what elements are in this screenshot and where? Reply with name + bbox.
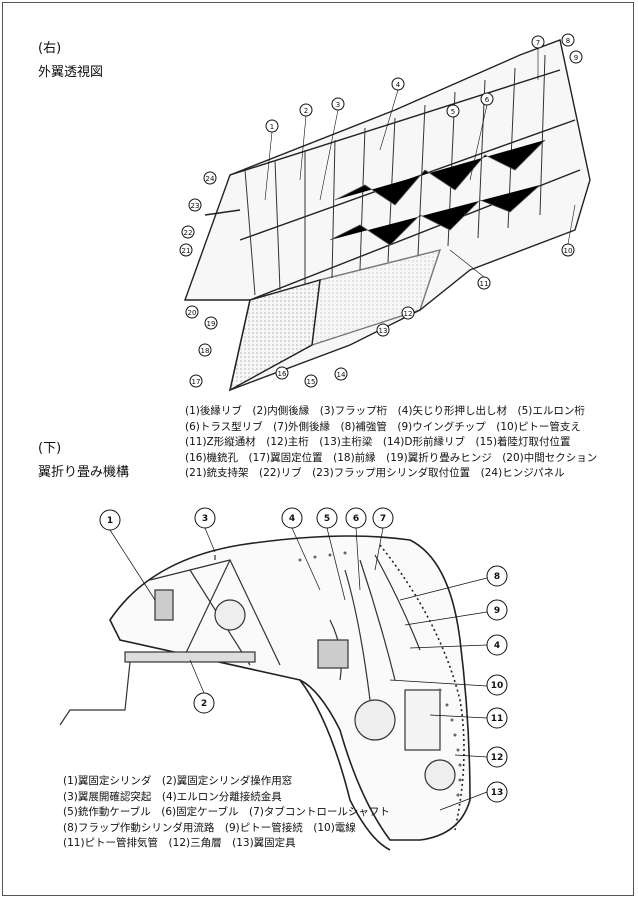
callout-14: 14 — [334, 367, 348, 381]
bottom-legend-line: (1)翼固定シリンダ (2)翼固定シリンダ操作用窓 — [63, 775, 293, 787]
top-legend-line: (16)機銃孔 (17)翼固定位置 (18)前縁 (19)翼折り畳みヒンジ (2… — [185, 451, 598, 464]
svg-text:11: 11 — [491, 714, 504, 724]
bottom-legend-line: (5)銃作動ケーブル (6)固定ケーブル (7)タブコントロールシャフト — [63, 806, 390, 818]
svg-text:9: 9 — [574, 54, 578, 62]
mech-callout-4: 4 — [281, 507, 303, 529]
mech-callout-3: 3 — [194, 507, 216, 529]
svg-text:17: 17 — [192, 378, 201, 386]
callout-15: 15 — [304, 374, 318, 388]
bottom-legend-line: (3)翼展開確認突起 (4)エルロン分離接続金具 — [63, 790, 282, 803]
svg-text:3: 3 — [202, 514, 208, 524]
callout-11: 11 — [477, 276, 491, 290]
top-legend: (1)後縁リブ (2)内側後縁 (3)フラップ桁 (4)矢じり形押し出し材 (5… — [185, 404, 597, 482]
callout-21: 21 — [179, 243, 193, 257]
callout-18: 18 — [198, 343, 212, 357]
svg-text:11: 11 — [480, 280, 489, 288]
callout-12: 12 — [401, 306, 415, 320]
svg-text:14: 14 — [337, 371, 346, 379]
callout-5: 5 — [446, 104, 460, 118]
mech-callout-7: 7 — [372, 507, 394, 529]
top-legend-line: (21)銃支持架 (22)リブ (23)フラップ用シリンダ取付位置 (24)ヒン… — [185, 467, 565, 479]
svg-text:7: 7 — [536, 39, 540, 47]
callout-13: 13 — [376, 323, 390, 337]
svg-text:1: 1 — [270, 123, 274, 131]
svg-text:6: 6 — [485, 96, 490, 104]
svg-text:15: 15 — [307, 378, 316, 386]
svg-text:1: 1 — [107, 516, 113, 526]
callout-17: 17 — [189, 374, 203, 388]
svg-text:13: 13 — [379, 327, 388, 335]
svg-text:5: 5 — [324, 514, 330, 524]
callout-7: 7 — [531, 35, 545, 49]
svg-text:8: 8 — [566, 37, 570, 45]
svg-text:2: 2 — [201, 699, 207, 709]
mech-callout-5: 5 — [316, 507, 338, 529]
top-legend-line: (1)後縁リブ (2)内側後縁 (3)フラップ桁 (4)矢じり形押し出し材 (5… — [185, 405, 585, 417]
bottom-legend-line: (8)フラップ作動シリンダ用流路 (9)ピトー管接続 (10)電線 — [63, 821, 356, 834]
svg-text:6: 6 — [353, 514, 359, 524]
top-legend-line: (11)Z形縦通材 (12)主桁 (13)主桁梁 (14)D形前縁リブ (15)… — [185, 436, 571, 448]
bottom-section-tag: (下) — [38, 441, 62, 456]
svg-text:18: 18 — [201, 347, 210, 355]
callout-24: 24 — [203, 171, 217, 185]
mech-callout-4b: 4 — [486, 634, 508, 656]
top-section-title: 外翼透視図 — [38, 65, 104, 80]
svg-text:4: 4 — [396, 81, 401, 89]
svg-text:3: 3 — [336, 101, 340, 109]
svg-text:16: 16 — [278, 370, 287, 378]
callout-16: 16 — [275, 366, 289, 380]
svg-text:13: 13 — [491, 788, 504, 798]
mech-callout-9: 9 — [486, 599, 508, 621]
svg-text:21: 21 — [182, 247, 191, 255]
mech-callout-6: 6 — [345, 507, 367, 529]
mech-callout-10: 10 — [486, 674, 508, 696]
svg-text:22: 22 — [184, 229, 193, 237]
svg-text:24: 24 — [206, 175, 215, 183]
svg-text:8: 8 — [494, 572, 500, 582]
callout-23: 23 — [188, 198, 202, 212]
svg-text:4: 4 — [289, 514, 295, 524]
mech-callout-8: 8 — [486, 565, 508, 587]
svg-text:5: 5 — [451, 108, 455, 116]
mech-callout-1: 1 — [99, 509, 121, 531]
callout-19: 19 — [204, 316, 218, 330]
svg-text:4: 4 — [494, 641, 500, 651]
svg-text:20: 20 — [188, 309, 197, 317]
top-section-tag: (右) — [38, 41, 62, 56]
svg-text:12: 12 — [404, 310, 413, 318]
svg-text:9: 9 — [494, 606, 500, 616]
mech-callout-2: 2 — [193, 692, 215, 714]
bottom-legend-line: (11)ピトー管排気管 (12)三角層 (13)翼固定具 — [63, 837, 296, 849]
svg-text:19: 19 — [207, 320, 216, 328]
callout-20: 20 — [185, 305, 199, 319]
callout-9: 9 — [569, 50, 583, 64]
mech-callout-12: 12 — [486, 746, 508, 768]
svg-text:2: 2 — [304, 107, 308, 115]
svg-text:10: 10 — [491, 681, 504, 691]
callout-22: 22 — [181, 225, 195, 239]
bottom-legend: (1)翼固定シリンダ (2)翼固定シリンダ操作用窓 (3)翼展開確認突起 (4)… — [63, 774, 390, 852]
mech-callout-11: 11 — [486, 707, 508, 729]
svg-text:10: 10 — [564, 247, 573, 255]
svg-text:7: 7 — [380, 514, 386, 524]
svg-text:12: 12 — [491, 753, 504, 763]
mech-callout-13: 13 — [486, 781, 508, 803]
top-legend-line: (6)トラス型リブ (7)外側後縁 (8)補強管 (9)ウイングチップ (10)… — [185, 420, 581, 433]
callout-8: 8 — [561, 33, 575, 47]
svg-text:23: 23 — [191, 202, 200, 210]
bottom-section-title: 翼折り畳み機構 — [38, 465, 130, 480]
